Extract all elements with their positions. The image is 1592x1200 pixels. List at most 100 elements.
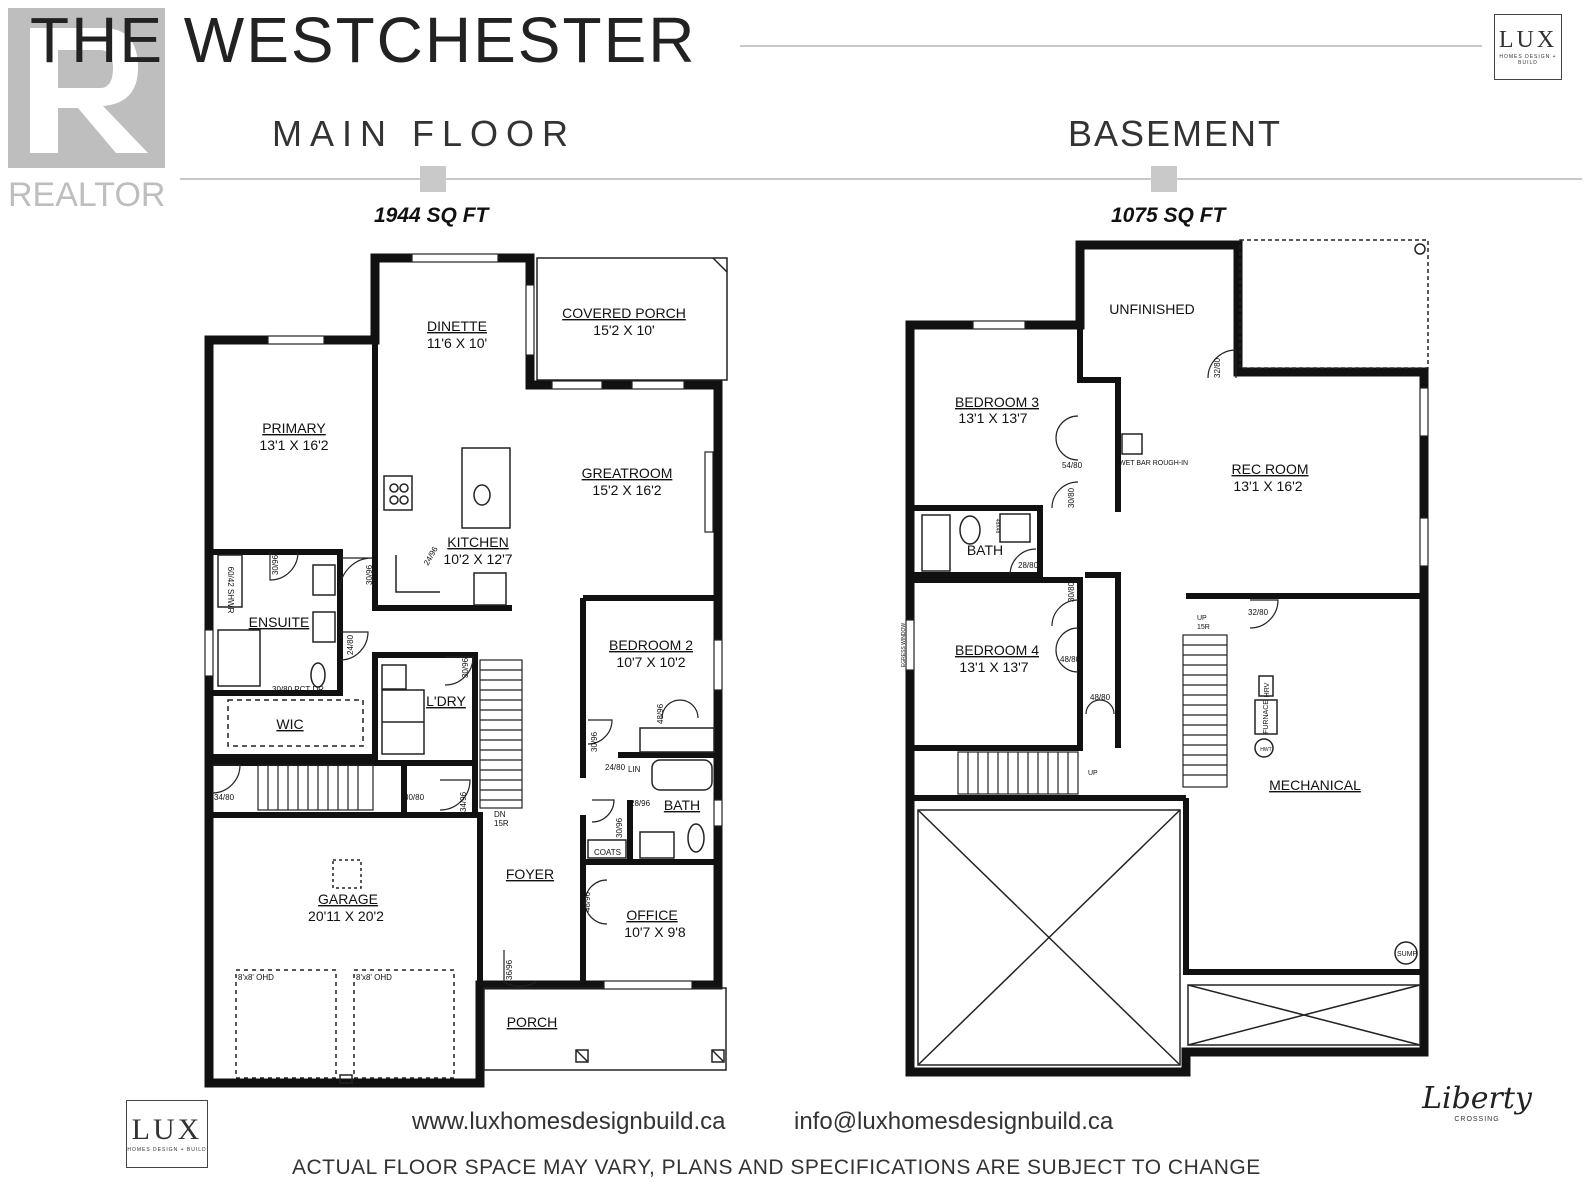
basement-room-name-bedroom-3: BEDROOM 3 xyxy=(955,394,1039,410)
lux-logo-footer: LUX HOMES DESIGN + BUILD xyxy=(126,1100,208,1168)
bath-toilet-icon xyxy=(687,823,705,853)
plan-title: THE WESTCHESTER xyxy=(30,4,697,76)
hrv-note: HRV xyxy=(1264,682,1271,697)
lux-logo-main: LUX xyxy=(1498,27,1558,53)
main-room-name-office: OFFICE xyxy=(626,907,677,923)
lux-logo-footer-main: LUX xyxy=(131,1113,203,1146)
laundry-wall xyxy=(213,652,478,815)
door-label: 30/96 xyxy=(590,731,599,752)
furnace-icon xyxy=(1254,699,1278,735)
main-room-name-porch: PORCH xyxy=(507,1014,558,1030)
door-label: 30/96 xyxy=(615,817,624,838)
wet-bar-sink-icon xyxy=(1121,433,1143,455)
door-label: 28/80 xyxy=(1018,561,1039,570)
door-label: 30/96 xyxy=(271,554,280,575)
mechanical-wall xyxy=(1183,798,1420,975)
stairs-risers-note: 15R xyxy=(1197,624,1210,631)
basement-shower-note: 48X48 xyxy=(994,519,1000,534)
main-room-dims-dinette: 11'6 X 10' xyxy=(427,335,487,351)
basement-sqft: 1075 SQ FT xyxy=(1111,204,1226,227)
garage-wall xyxy=(209,812,483,1083)
main-room-name-wic: WIC xyxy=(276,716,303,732)
door-label: 48/96 xyxy=(656,703,665,724)
garage-door-left xyxy=(235,969,337,1079)
main-floor-title: MAIN FLOOR xyxy=(272,113,577,154)
shower-note: 60/42 SHWR xyxy=(226,567,235,614)
door-label: 28/96 xyxy=(630,799,651,808)
sink-icon xyxy=(312,564,336,596)
bedroom4-wall xyxy=(914,577,1083,751)
realtor-watermark: REALTOR xyxy=(8,8,173,218)
stairs-up-note: UP xyxy=(1197,615,1207,622)
door-label: 30/80 xyxy=(1067,581,1076,602)
email-link[interactable]: info@luxhomesdesignbuild.ca xyxy=(794,1108,1114,1135)
basement-room-name-mechanical: MECHANICAL xyxy=(1269,777,1361,793)
door-label: 34/80 xyxy=(214,793,235,802)
lux-logo-header: LUX HOMES DESIGN + BUILD xyxy=(1494,14,1562,80)
kitchen-range-icon xyxy=(383,475,413,511)
door-label: 48/80 xyxy=(1090,693,1111,702)
ensuite-wall xyxy=(213,549,343,696)
main-room-name-primary: PRIMARY xyxy=(262,420,326,436)
tub-icon xyxy=(217,629,261,687)
sump-pump-icon xyxy=(1394,941,1418,965)
door-label: 30/96 xyxy=(461,657,470,678)
main-room-dims-office: 10'7 X 9'8 xyxy=(624,924,686,940)
wic-shelf xyxy=(227,699,364,747)
hwt-note: HWT xyxy=(1260,747,1271,753)
realtor-wordmark: REALTOR xyxy=(8,176,165,214)
door-label: 30/96 xyxy=(365,564,374,585)
basement-room-name-bedroom-4: BEDROOM 4 xyxy=(955,642,1039,658)
lux-logo-footer-sub: HOMES DESIGN + BUILD xyxy=(127,1147,207,1153)
main-room-dims-greatroom: 15'2 X 16'2 xyxy=(592,482,661,498)
main-room-name-kitchen: KITCHEN xyxy=(447,534,508,550)
porch-foundation xyxy=(1187,984,1421,1046)
kitchen-island xyxy=(461,447,511,529)
pocket-door-note: 30/80 PCT DR xyxy=(272,685,324,694)
basement-stairs xyxy=(957,634,1228,795)
main-room-name-foyer: FOYER xyxy=(506,866,554,882)
basement-room-name-unfinished: UNFINISHED xyxy=(1109,301,1195,317)
door-label: 36/96 xyxy=(505,959,514,980)
main-room-dims-covered-porch: 15'2 X 10' xyxy=(593,322,654,338)
main-room-dims-garage: 20'11 X 20'2 xyxy=(308,908,384,924)
basement-up-note: UP xyxy=(1088,770,1098,777)
website-link[interactable]: www.luxhomesdesignbuild.ca xyxy=(412,1108,726,1135)
down-note: DN xyxy=(494,810,506,819)
vanity-icon xyxy=(639,831,675,859)
hrv-icon xyxy=(1258,675,1274,697)
kitchen-wall xyxy=(372,340,512,611)
wet-bar-note: WET BAR ROUGH-IN xyxy=(1119,460,1188,467)
realtor-logo-icon: REALTOR xyxy=(8,8,165,214)
garage-foundation xyxy=(917,809,1181,1066)
door-label: 32/80 xyxy=(1213,357,1222,378)
door-label: 32/80 xyxy=(1248,608,1269,617)
basement-tub-icon xyxy=(921,514,951,572)
section-rule xyxy=(180,178,1582,180)
door-label: 54/80 xyxy=(1062,461,1083,470)
main-room-name-garage: GARAGE xyxy=(318,891,378,907)
covered-porch-outline xyxy=(536,257,728,381)
unexcavated-outline xyxy=(1239,239,1429,369)
door-label: 30/80 xyxy=(1067,487,1076,508)
basement-room-dims-bedroom-3: 13'1 X 13'7 xyxy=(958,410,1027,426)
door-label: 30/80 xyxy=(404,793,425,802)
shower-icon xyxy=(217,554,243,608)
coats-note: COATS xyxy=(594,848,621,857)
garage-door-right xyxy=(353,969,455,1079)
main-floor-marker xyxy=(420,166,446,192)
main-room-dims-primary: 13'1 X 16'2 xyxy=(259,437,328,453)
basement-marker xyxy=(1151,166,1177,192)
lux-logo-sub: HOMES DESIGN + BUILD xyxy=(1499,54,1557,66)
basement-room-name-rec-room: REC ROOM xyxy=(1232,461,1309,477)
liberty-logo-main: Liberty xyxy=(1422,1081,1532,1116)
garage-door-left-note: 8'x8' OHD xyxy=(238,973,274,982)
down-risers-note: 15R xyxy=(494,819,509,828)
main-stairs xyxy=(257,659,523,811)
closet4-wall xyxy=(1085,572,1121,748)
disclaimer: ACTUAL FLOOR SPACE MAY VARY, PLANS AND S… xyxy=(292,1156,1261,1179)
main-room-name-covered-porch: COVERED PORCH xyxy=(562,305,686,321)
header-rule xyxy=(740,45,1482,47)
main-floor-sqft: 1944 SQ FT xyxy=(374,204,489,227)
